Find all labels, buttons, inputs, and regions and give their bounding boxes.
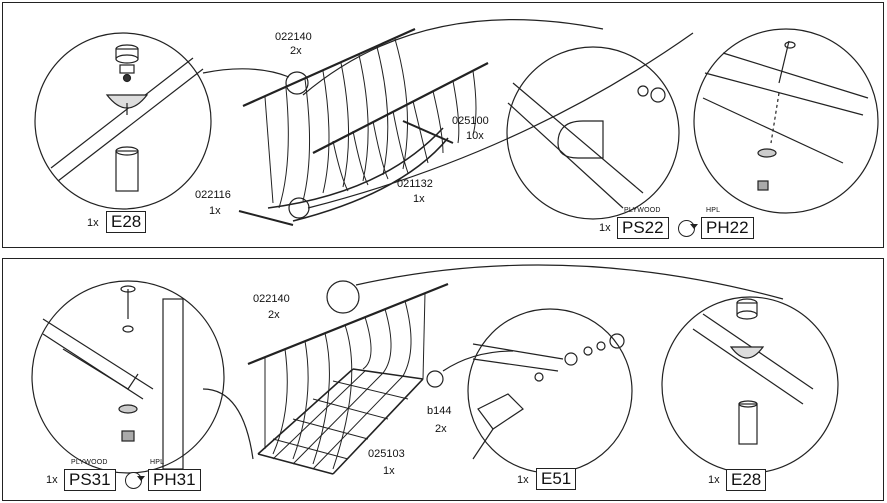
- zoom-circle-top: [285, 71, 309, 95]
- part-qty-025100: 10x: [466, 130, 484, 142]
- detail-qty: 1x: [46, 474, 58, 486]
- material-tag-hpl: HPL: [150, 459, 165, 466]
- step-panel-1: 022140 2x 025100 10x 021132 1x 022116 1x…: [2, 2, 884, 248]
- detail-qty: 1x: [87, 217, 99, 229]
- material-tag-plywood: PLYWOOD: [624, 207, 661, 214]
- material-tag-plywood: PLYWOOD: [71, 459, 108, 466]
- part-qty-022140: 2x: [268, 309, 280, 321]
- fixing-code-hpl: PH31: [148, 469, 201, 491]
- detail-qty: 1x: [708, 474, 720, 486]
- part-code-022116: 022116: [195, 189, 231, 201]
- post-tube: [115, 150, 139, 192]
- detail-circle-right: [661, 296, 839, 474]
- detail-circle-left: [34, 32, 212, 210]
- part-code-022140: 022140: [275, 31, 312, 43]
- detail-circle-right-b: [693, 28, 879, 214]
- part-qty-025103: 1x: [383, 465, 395, 477]
- part-code-021132: 021132: [397, 178, 433, 190]
- part-qty-b144: 2x: [435, 423, 447, 435]
- part-code-022140: 022140: [253, 293, 290, 305]
- part-qty-022116: 1x: [209, 205, 221, 217]
- fixing-code-plywood: PS31: [64, 469, 116, 491]
- fixing-code-box: E51: [536, 468, 577, 490]
- fixing-code-hpl: PH22: [701, 217, 754, 239]
- part-qty-021132: 1x: [413, 193, 425, 205]
- step-1-illustration: [34, 19, 879, 226]
- fixing-code-box: E28: [106, 211, 147, 233]
- zoom-circle-top: [326, 280, 360, 314]
- step-panel-2: 022140 2x b144 2x 025103 1x 1x PLYWOOD P…: [2, 258, 884, 501]
- circular-arrow-icon: [678, 220, 698, 237]
- circular-arrow-icon: [125, 472, 145, 489]
- detail-circle-right-a: [506, 46, 680, 220]
- fixing-code-box: E28: [726, 469, 767, 491]
- detail-qty: 1x: [517, 474, 529, 486]
- material-tag-hpl: HPL: [706, 207, 721, 214]
- detail-qty: 1x: [599, 222, 611, 234]
- part-qty-022140: 2x: [290, 45, 302, 57]
- part-code-025100: 025100: [452, 115, 489, 127]
- step-2-illustration: [31, 264, 839, 475]
- part-code-025103: 025103: [368, 448, 405, 460]
- zoom-circle-side: [426, 370, 444, 388]
- part-code-b144: b144: [427, 405, 452, 417]
- detail-circle-mid: [467, 308, 633, 474]
- fixing-code-plywood: PS22: [617, 217, 669, 239]
